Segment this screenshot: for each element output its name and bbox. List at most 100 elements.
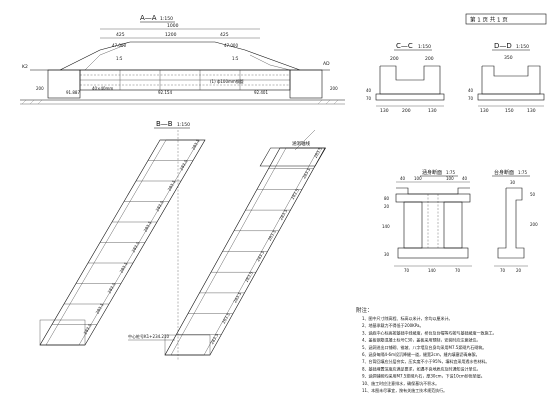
cul-dim-top-3: 40 [462,176,468,181]
cul-dim-top-1: 100 [414,176,422,181]
notes-line: 11、本图未尽事宜，按有关施工技术规范执行。 [362,387,447,393]
title-block-text: 第 1 页 共 1 页 [470,16,508,24]
cc-dim-bottom-2: 130 [428,108,437,114]
abut-dim-top-0: 30 [510,180,516,185]
notes-line: 1、图中尺寸除高程、标高以米计，余均以厘米计。 [362,315,453,321]
cul-dim-side-0: 80 [384,196,390,201]
bb-annot-right: 涵洞轴线 [292,140,310,147]
section-cc-scale: 1:150 [418,44,431,50]
section-dd-scale: 1:150 [516,44,529,50]
aa-elev-bottom-0: 91.887 [66,90,80,95]
bb-dim-right: 283.5 [290,187,300,200]
bb-dim-left: 283.5 [143,220,153,233]
bb-dim-right: 283.5 [255,250,265,263]
dd-dim-bottom-2: 130 [527,108,536,114]
cc-dim-bottom-0: 130 [380,108,389,114]
bb-dim-left: 283.5 [131,240,141,253]
abut-dim-bottom-0: 70 [500,268,506,273]
abutment-section-title: 台身断面 [494,169,514,176]
cul-dim-bottom-2: 70 [455,268,461,273]
bb-dim-right: 283.5 [301,167,311,180]
aa-left-label: K2 [22,64,28,70]
section-aa-scale: 1:150 [160,16,173,22]
section-aa-title: A—A [140,14,157,22]
aa-elev-bottom-1: 92.154 [158,90,172,95]
aa-dim-top-2: 1200 [165,32,177,38]
bb-dim-right: 283.5 [221,312,231,325]
cul-dim-side-1: 20 [384,204,390,209]
dd-dim-bottom-0: 130 [480,108,489,114]
bb-dim-left: 283.5 [179,158,189,171]
bb-dim-left: 283.5 [167,179,177,192]
aa-dim-bottom-1: 200 [330,86,338,91]
bb-dim-right: 283.5 [278,208,288,221]
cul-dim-bottom-1: 140 [428,268,436,273]
bb-dim-right: 283.5 [209,332,219,345]
aa-right-label: AD [323,61,330,67]
section-dd-title: D—D [494,42,512,50]
cc-dim-top-0: 200 [390,56,399,62]
section-bb-scale: 1:150 [177,122,190,128]
aa-dim-bottom-0: 200 [36,86,44,91]
bb-dim-left: 283.5 [107,281,117,294]
culvert-section: 涵身断面 1:75 40 100 100 40 70 140 70 80 20 … [382,169,472,273]
cul-dim-top-0: 40 [400,176,406,181]
notes-line: 4、盖板钢筋混凝土标号C30，盖板采用预制，安装时应注意就位。 [362,337,480,343]
section-bb-title: B—B [156,120,173,128]
dd-dim-bottom-1: 150 [505,108,514,114]
cc-dim-side-0: 40 [366,88,372,93]
abut-dim-bottom-1: 20 [516,268,522,273]
cc-dim-bottom-1: 200 [402,108,411,114]
dd-dim-side-0: 40 [468,88,474,93]
notes-line: 9、涵洞铺砌均采用M7.5浆砌片石，厚30cm，下设10cm砂砾垫层。 [362,373,485,379]
culvert-section-title: 涵身断面 [422,169,442,176]
section-cc-title: C—C [396,42,413,50]
aa-elev-bottom-2: 92.401 [254,90,268,95]
cul-dim-top-2: 100 [446,176,454,181]
bb-dim-left: 283.5 [95,302,105,315]
abut-dim-side-1: 200 [530,222,538,227]
cul-dim-bottom-0: 70 [404,268,410,273]
notes-line: 3、涵底中心标高按基础中线坡度，桥台及台帽等均按与基础坡度一致施工。 [362,329,497,335]
cul-dim-side-3: 30 [384,252,390,257]
aa-elev-right: 47.000 [224,43,238,48]
dd-dim-side-1: 70 [468,96,474,101]
aa-bottom-left: 40×40mm [92,86,113,91]
bb-dim-right: 283.5 [232,291,242,304]
aa-dim-top-3: 425 [220,32,229,38]
bb-dim-left: 283.5 [191,138,201,151]
cc-dim-top-1: 200 [425,56,434,62]
section-dd: D—D 1:150 350 130 150 130 40 70 [468,42,545,114]
notes-line: 10、施工时应注意排水，确保基坑不积水。 [362,380,439,386]
bb-dim-right: 283.5 [313,146,323,159]
notes-line: 2、地基承载力不得低于200KPa。 [362,322,424,328]
aa-slope-right: 1:5 [232,56,239,61]
notes-line: 5、涵洞进出口铺砌、锥坡、八字墙及台身均采用M7.5浆砌片石砌筑。 [362,344,486,350]
aa-slope-left: 1:5 [116,56,123,61]
notes-line: 6、涵身每隔4-6m设沉降缝一道，缝宽2cm，缝内填塞沥青麻絮。 [362,351,480,357]
abutment-section-scale: 1:75 [518,170,527,175]
cc-dim-side-1: 70 [366,96,372,101]
notes: 附注： 1、图中尺寸除高程、标高以米计，余均以厘米计。2、地基承载力不得低于20… [356,306,497,393]
aa-pipe-label: (1) ф100mm钢管 [210,78,244,84]
bb-dim-right: 283.5 [267,229,277,242]
bb-annot-left: 中心桩号K1+234.210 [128,333,170,339]
notes-line: 8、基础埋置深度应满足要求，如遇不良地质应及时通知设计单位。 [362,365,481,371]
section-aa: A—A 1:150 1000 425 1200 425 1:5 1:5 47.0… [20,14,345,105]
bb-dim-left: 283.5 [119,261,129,274]
culvert-section-scale: 1:75 [446,170,455,175]
aa-elev-left: 47.000 [112,43,126,48]
section-cc: C—C 1:150 200 200 130 200 130 40 70 [366,42,445,114]
section-bb: B—B 1:150 283.5283.5283.5283.5283.5283.5… [39,120,327,360]
dd-dim-top-0: 350 [504,55,513,61]
bb-dim-left: 283.5 [155,199,165,212]
bb-dim-left: 283.5 [83,322,93,335]
notes-heading: 附注： [356,306,373,314]
aa-dim-top-1: 425 [116,32,125,38]
abutment-section: 台身断面 1:75 30 70 20 50 200 [492,169,538,273]
abut-dim-side-0: 50 [530,192,536,197]
aa-dim-top-0: 1000 [167,23,179,29]
bb-dim-right: 283.5 [244,270,254,283]
